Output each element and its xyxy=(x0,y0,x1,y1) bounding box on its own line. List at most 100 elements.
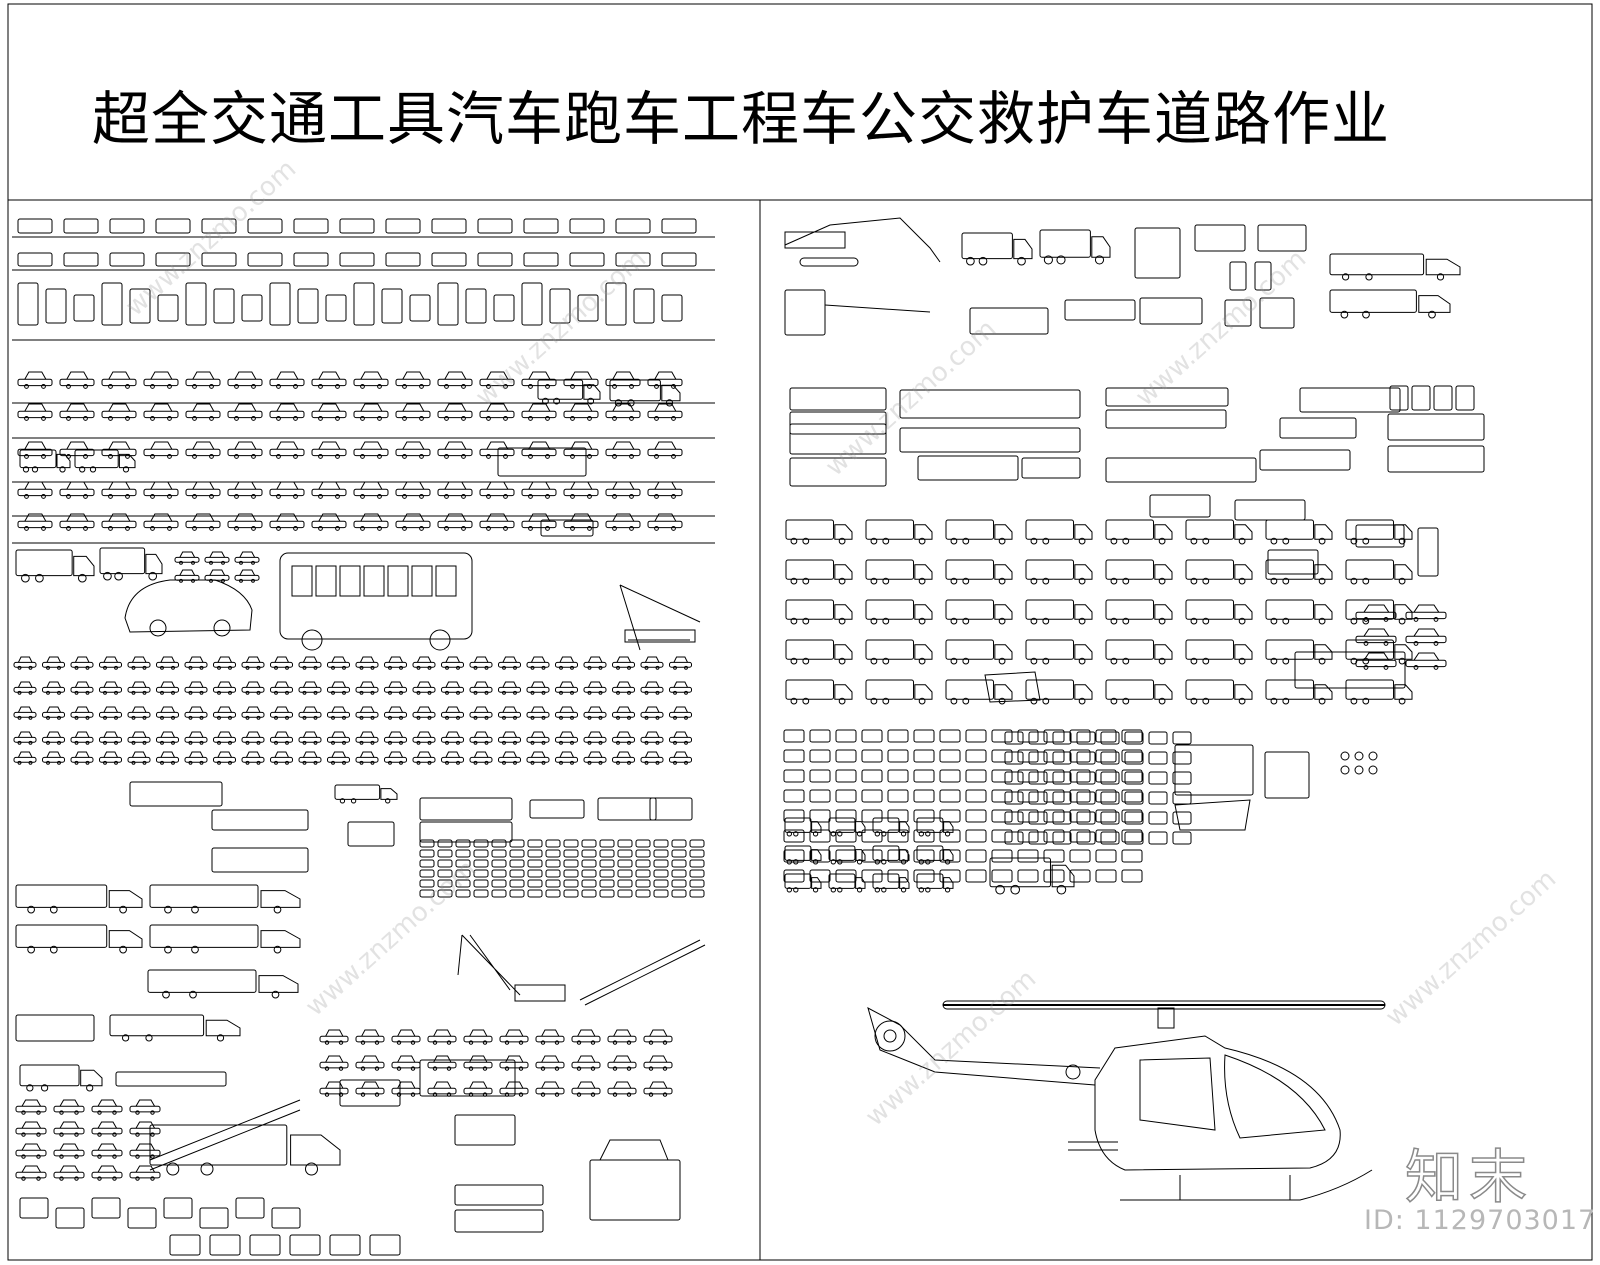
car-cabin xyxy=(649,1081,668,1089)
wheel xyxy=(802,537,810,545)
wheel xyxy=(503,525,508,531)
wheel xyxy=(114,665,118,670)
truck-trailer xyxy=(1185,639,1235,660)
wheel xyxy=(251,525,256,531)
wheel xyxy=(612,1066,618,1071)
wheel xyxy=(1094,255,1105,265)
wheel xyxy=(616,715,620,720)
wheel xyxy=(461,453,466,459)
wheel xyxy=(1158,537,1166,545)
truck-trailer xyxy=(15,924,108,948)
car-symbol xyxy=(91,1105,123,1113)
wheel xyxy=(74,665,79,670)
vehicle-icon xyxy=(991,789,1013,803)
wheel xyxy=(900,859,907,865)
car-plan-small xyxy=(509,879,525,888)
truck-cab xyxy=(994,604,1013,620)
vehicle-icon xyxy=(783,769,805,783)
wheel xyxy=(388,665,392,670)
vehicle-plan xyxy=(213,288,235,324)
wheel xyxy=(28,740,33,745)
vehicle-icon xyxy=(1017,829,1039,843)
wheel xyxy=(83,493,88,499)
vehicle-icon xyxy=(1124,731,1144,745)
wheel xyxy=(342,690,346,695)
vehicle-plan xyxy=(155,252,191,267)
wheel xyxy=(1010,884,1021,895)
car-plan xyxy=(1417,527,1439,577)
truck-trailer xyxy=(1025,639,1075,660)
vehicle-icon xyxy=(809,749,831,763)
truck-trailer xyxy=(74,449,119,469)
car-symbol xyxy=(499,1061,529,1069)
car-cabin xyxy=(302,706,318,713)
vehicle-icon xyxy=(1004,751,1024,765)
vehicle-icon xyxy=(783,729,805,743)
wheel xyxy=(502,665,506,670)
wheel xyxy=(1202,537,1210,545)
truck-trailer xyxy=(15,549,73,577)
wheel xyxy=(1318,577,1326,585)
car-cabin xyxy=(150,371,173,380)
car-symbol xyxy=(555,711,578,718)
car-symbol xyxy=(327,661,350,668)
wheel xyxy=(503,493,508,499)
car-cabin xyxy=(587,751,603,758)
wheel xyxy=(528,383,533,389)
wheel xyxy=(57,690,61,695)
truck-cab xyxy=(914,564,933,580)
wheel xyxy=(655,690,660,695)
vehicle-plan xyxy=(157,294,179,322)
wheel xyxy=(377,525,382,531)
wheel xyxy=(228,740,232,745)
car-symbol xyxy=(184,711,208,718)
car-symbol xyxy=(1405,635,1447,644)
car-cabin xyxy=(234,371,257,380)
car-symbol xyxy=(227,378,263,387)
wheel xyxy=(962,617,970,625)
car-symbol xyxy=(184,756,208,763)
vehicle-icon xyxy=(1172,751,1192,765)
wheel xyxy=(256,665,261,670)
wheel xyxy=(461,383,466,389)
car-symbol xyxy=(498,736,521,743)
car-symbol xyxy=(185,520,221,529)
wheel xyxy=(1122,657,1130,665)
wheel xyxy=(918,617,926,625)
car-plan-small xyxy=(437,879,453,888)
wheel xyxy=(31,466,39,473)
vehicle-icon xyxy=(1172,771,1192,785)
car-symbol xyxy=(185,378,221,387)
wheel xyxy=(150,453,155,459)
wheel xyxy=(142,665,147,670)
car-symbol xyxy=(311,378,347,387)
vehicle-icon xyxy=(1124,811,1144,825)
car-cabin xyxy=(274,706,289,713)
wheel xyxy=(598,740,603,745)
car-cabin xyxy=(331,731,346,738)
wheel xyxy=(559,690,563,695)
car-symbol xyxy=(412,736,436,743)
wheel xyxy=(1017,256,1026,266)
wheel xyxy=(684,690,688,695)
wheel xyxy=(790,697,798,705)
wheel xyxy=(21,573,30,583)
vehicle-plan xyxy=(101,282,123,326)
wheel xyxy=(612,453,617,459)
vehicle-icon xyxy=(861,869,883,883)
vehicle-icon xyxy=(991,849,1013,863)
car-cabin xyxy=(192,441,215,450)
wheel xyxy=(192,525,197,531)
truck-cab xyxy=(899,877,910,889)
wheel xyxy=(1398,697,1406,705)
car-symbol xyxy=(269,410,305,419)
vehicle-plan xyxy=(269,282,291,326)
wheel xyxy=(112,1154,117,1159)
truck-cab xyxy=(1154,684,1173,700)
car-cabin xyxy=(192,513,215,522)
car-cabin xyxy=(528,481,551,490)
car-symbol xyxy=(269,488,305,497)
car-symbol xyxy=(1405,659,1447,668)
car-cabin xyxy=(397,1081,416,1089)
car-cabin xyxy=(445,706,460,713)
